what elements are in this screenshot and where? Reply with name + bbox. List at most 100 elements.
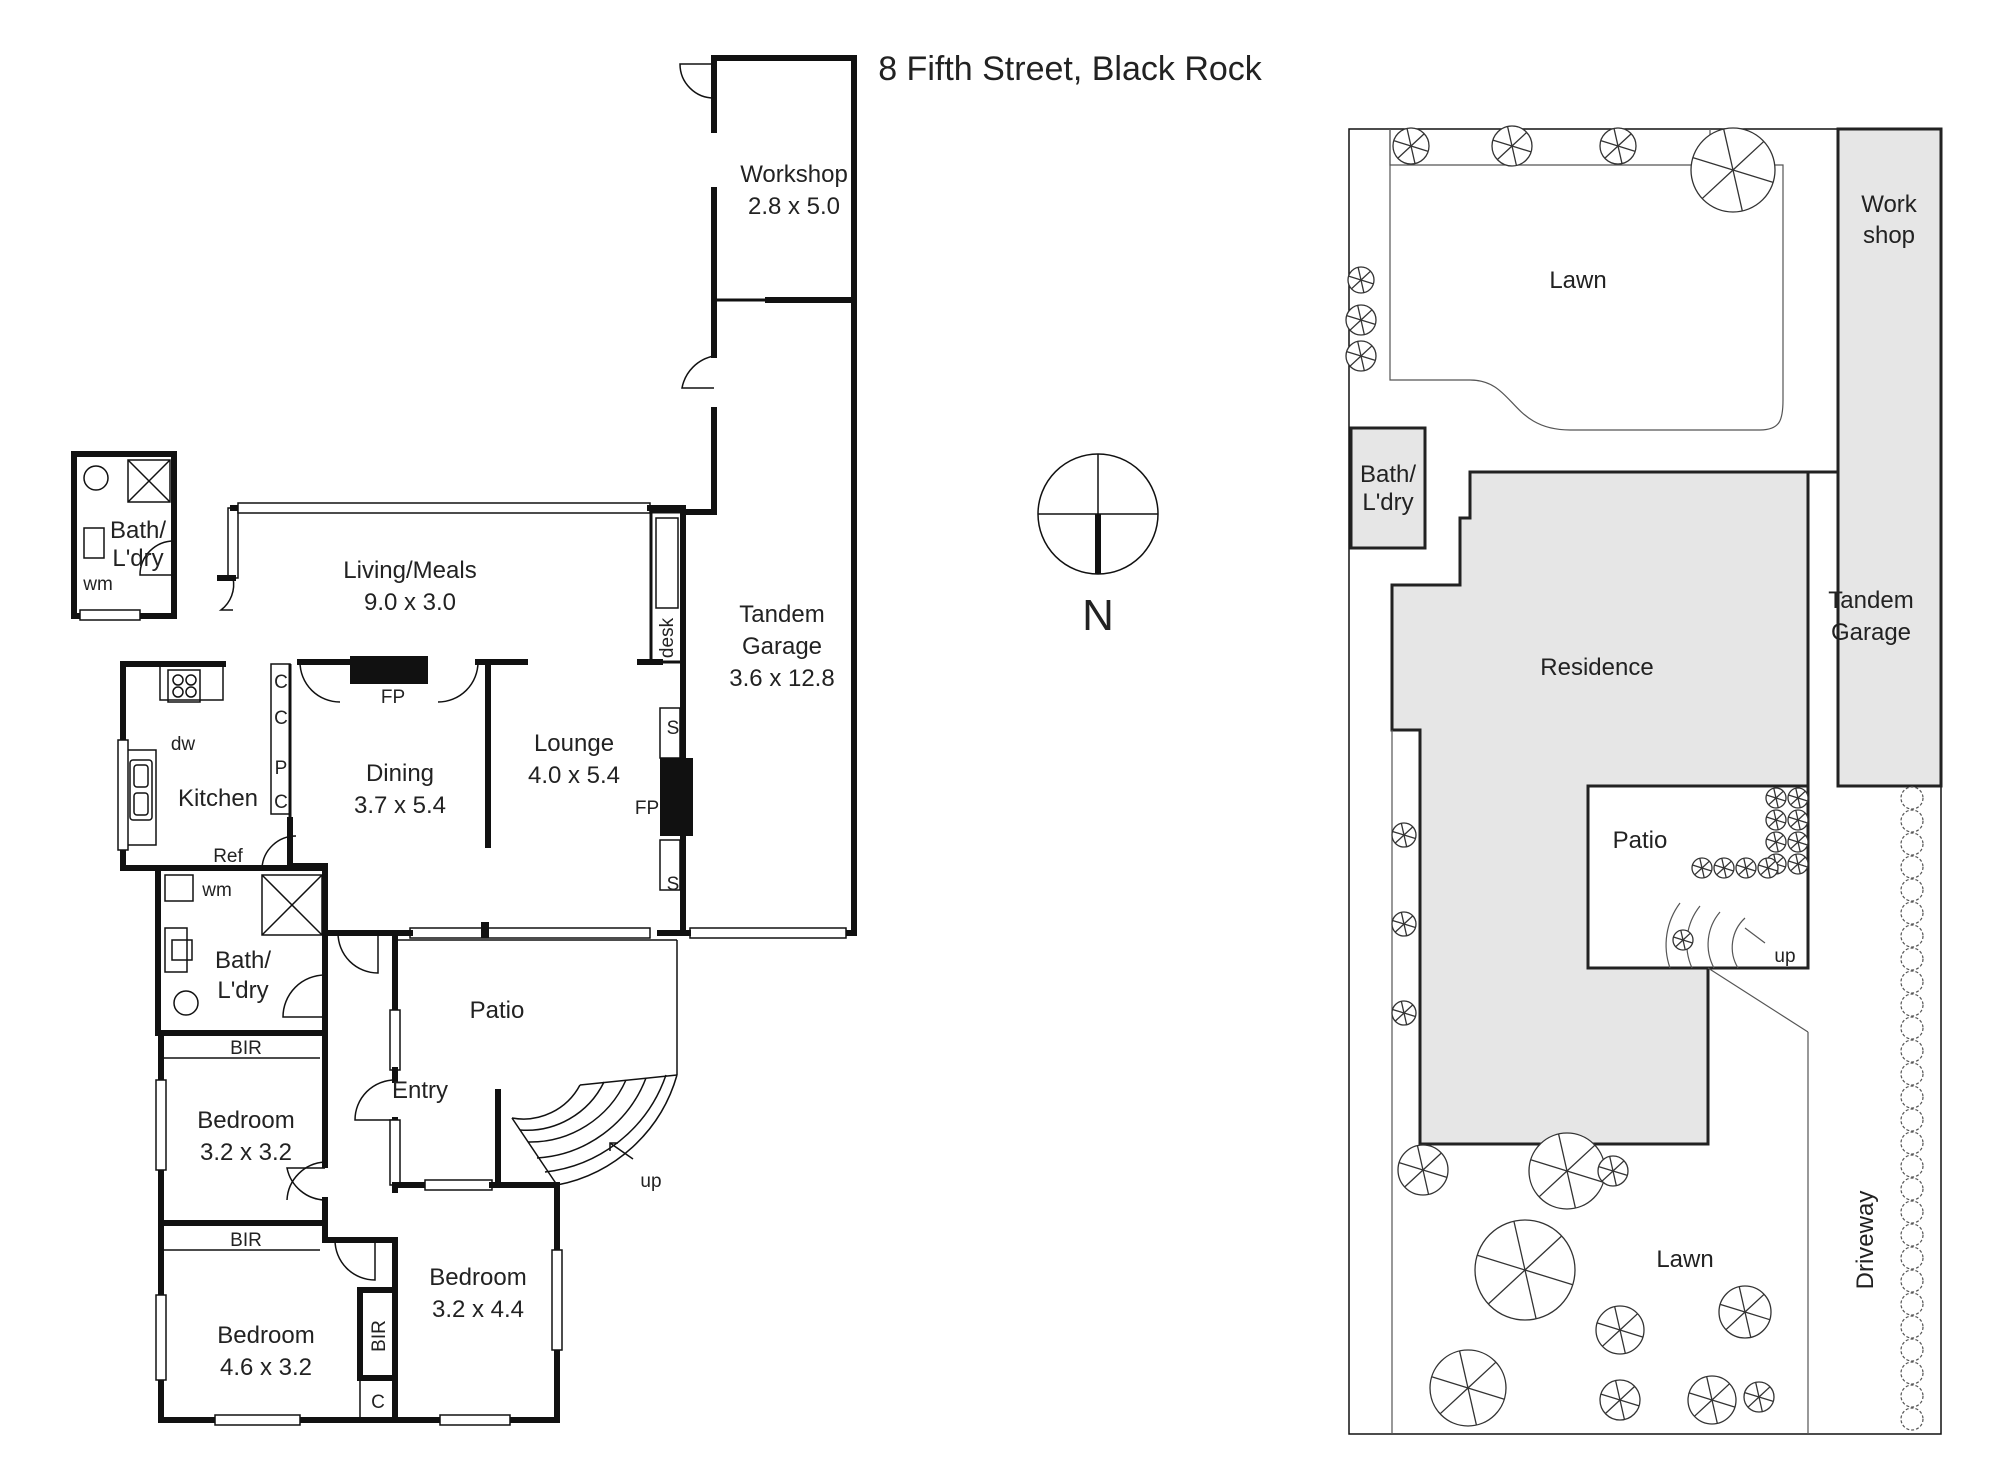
room-dining-size: 3.7 x 5.4 <box>354 792 446 819</box>
room-garage-name2: Garage <box>742 633 822 660</box>
room-living-name: Living/Meals <box>343 557 476 584</box>
tree-icon <box>1735 857 1757 879</box>
compass-label: N <box>1082 591 1114 640</box>
hedge <box>1900 786 1924 1431</box>
c-label-2: C <box>274 708 288 729</box>
wm-label: wm <box>82 574 113 595</box>
fp-label-lounge: FP <box>635 798 659 819</box>
room-workshop-size: 2.8 x 5.0 <box>748 193 840 220</box>
room-bath-inner-name2: L'dry <box>217 977 268 1004</box>
tree-icon <box>1691 857 1713 879</box>
tree-icon <box>1743 1381 1775 1413</box>
site-bath-line2: L'dry <box>1362 489 1413 516</box>
room-bed3-size: 4.6 x 3.2 <box>220 1354 312 1381</box>
tree-icon <box>1345 304 1377 336</box>
tree-icon <box>1765 809 1787 831</box>
tree-icon <box>1672 929 1694 951</box>
tree-icon <box>1391 822 1417 848</box>
tree-icon <box>1528 1132 1606 1210</box>
tree-icon <box>1391 1000 1417 1026</box>
tree-group <box>1345 125 1809 1427</box>
bir-label-3: BIR <box>369 1320 390 1352</box>
tree-icon <box>1787 809 1809 831</box>
bir-label-2: BIR <box>230 1230 262 1251</box>
bir-label-1: BIR <box>230 1038 262 1059</box>
tree-icon <box>1391 911 1417 937</box>
room-bed1-name: Bedroom <box>197 1107 294 1134</box>
site-lawn-front: Lawn <box>1656 1246 1713 1273</box>
tree-icon <box>1397 1144 1449 1196</box>
room-lounge-size: 4.0 x 5.4 <box>528 762 620 789</box>
garage-walls <box>649 55 857 939</box>
site-workshop-line1: Work <box>1861 191 1918 218</box>
tree-icon <box>1687 1375 1737 1425</box>
up-label: up <box>640 1171 661 1192</box>
tree-icon <box>1345 340 1377 372</box>
tree-icon <box>1599 127 1637 165</box>
room-bed3-name: Bedroom <box>217 1322 314 1349</box>
room-bath-outer-name2: L'dry <box>112 545 163 572</box>
room-patio-name: Patio <box>470 997 525 1024</box>
room-lounge-name: Lounge <box>534 730 614 757</box>
site-patio-label: Patio <box>1613 827 1668 854</box>
tree-icon <box>1347 266 1375 294</box>
fixture-labels: wm dw Ref FP FP desk S S C C P C wm BIR … <box>82 574 679 1413</box>
room-kitchen-name: Kitchen <box>178 785 258 812</box>
desk-label: desk <box>657 617 678 658</box>
room-bed2-name: Bedroom <box>429 1264 526 1291</box>
tree-icon <box>1787 853 1809 875</box>
c-label-1: C <box>274 672 288 693</box>
kitchen-walls <box>117 575 328 871</box>
wm-label-inner: wm <box>201 880 232 901</box>
tree-icon <box>1757 857 1779 879</box>
tree-icon <box>1787 831 1809 853</box>
site-workshop-line2: shop <box>1863 222 1915 249</box>
page-title: 8 Fifth Street, Black Rock <box>878 50 1263 88</box>
room-garage-size: 3.6 x 12.8 <box>729 665 834 692</box>
tree-icon <box>1474 1219 1576 1321</box>
site-plan: Work shop Lawn Bath/ L'dry Residence Tan… <box>1345 125 1943 1435</box>
tree-icon <box>1690 127 1776 213</box>
c-label-4: C <box>371 1392 385 1413</box>
s-label-2: S <box>667 874 680 895</box>
site-driveway-label: Driveway <box>1852 1191 1879 1290</box>
site-bath-shape <box>1349 426 1427 550</box>
room-workshop-name: Workshop <box>740 161 848 188</box>
c-label-3: C <box>274 792 288 813</box>
room-living-size: 9.0 x 3.0 <box>364 589 456 616</box>
site-garage-shape <box>1836 127 1943 788</box>
fp-label-dining: FP <box>381 687 405 708</box>
house-walls <box>227 502 693 939</box>
tree-icon <box>1597 1155 1629 1187</box>
room-entry-name: Entry <box>392 1077 448 1104</box>
site-garage-line2: Garage <box>1831 619 1911 646</box>
front-steps <box>395 939 678 1188</box>
tree-icon <box>1765 787 1787 809</box>
p-label: P <box>275 758 288 779</box>
bedroom-walls <box>155 1030 563 1426</box>
room-bath-outer-name1: Bath/ <box>110 517 166 544</box>
room-bed1-size: 3.2 x 3.2 <box>200 1139 292 1166</box>
site-garage-line1: Tandem <box>1828 587 1913 614</box>
tree-icon <box>1491 125 1533 167</box>
floor-plan: Workshop 2.8 x 5.0 Tandem Garage 3.6 x 1… <box>71 55 857 1426</box>
tree-icon <box>1429 1349 1507 1427</box>
room-labels: Workshop 2.8 x 5.0 Tandem Garage 3.6 x 1… <box>110 161 848 1381</box>
outer-bath <box>71 451 177 621</box>
north-compass-icon: N <box>1037 453 1159 640</box>
tree-icon <box>1787 787 1809 809</box>
site-residence-label: Residence <box>1540 654 1653 681</box>
tree-icon <box>1765 831 1787 853</box>
s-label-1: S <box>667 718 680 739</box>
room-bath-inner-name1: Bath/ <box>215 947 271 974</box>
room-dining-name: Dining <box>366 760 434 787</box>
ref-label: Ref <box>213 846 243 867</box>
tree-icon <box>1599 1379 1641 1421</box>
tree-icon <box>1718 1285 1772 1339</box>
tree-icon <box>1713 857 1735 879</box>
site-lawn-back: Lawn <box>1549 267 1606 294</box>
dw-label: dw <box>171 734 196 755</box>
site-up-label: up <box>1774 946 1795 967</box>
tree-icon <box>1595 1305 1645 1355</box>
